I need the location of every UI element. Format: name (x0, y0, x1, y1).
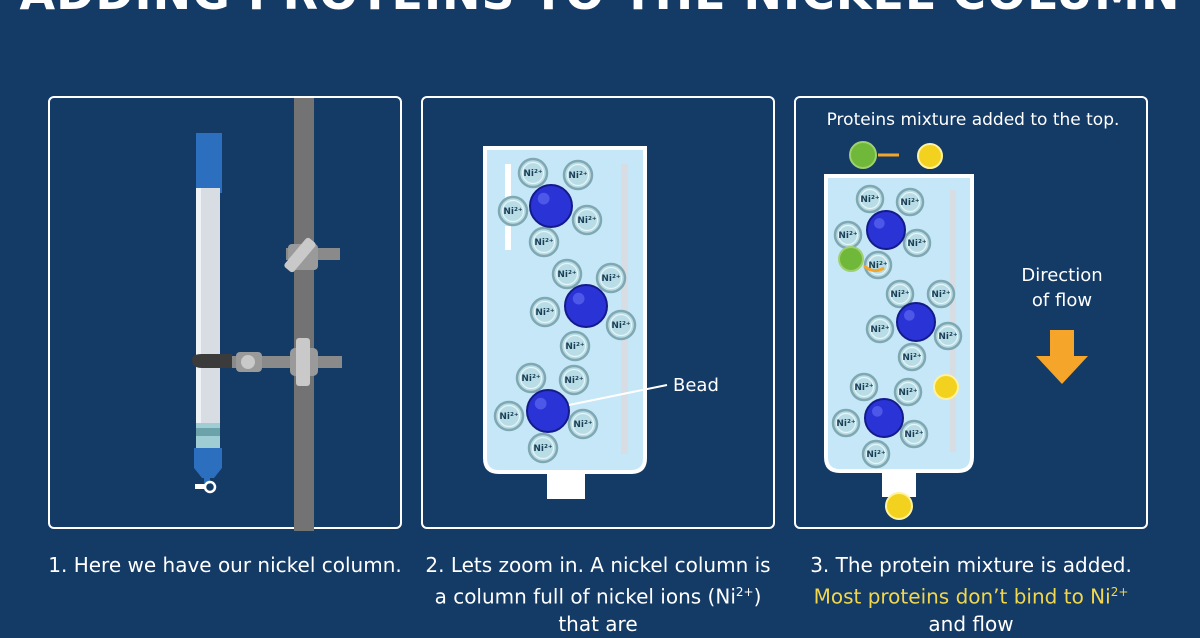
nickel-ion: Ni²⁺ (528, 226, 560, 258)
svg-text:Ni²⁺: Ni²⁺ (900, 198, 920, 208)
bead-label: Bead (673, 375, 719, 396)
svg-text:Ni²⁺: Ni²⁺ (902, 353, 922, 363)
bead (526, 389, 570, 433)
nickel-ion: Ni²⁺ (885, 279, 915, 309)
incoming-proteins (849, 141, 943, 169)
nickel-ion: Ni²⁺ (562, 159, 594, 191)
svg-text:Ni²⁺: Ni²⁺ (577, 216, 597, 226)
nickel-ion: Ni²⁺ (855, 184, 885, 214)
beads (526, 184, 608, 433)
nickel-ion: Ni²⁺ (863, 250, 893, 280)
nickel-ion: Ni²⁺ (517, 157, 549, 189)
caption-step-3: 3. The protein mixture is added. Most pr… (810, 553, 1132, 636)
column-stand-illustration (192, 98, 342, 531)
svg-text:Ni²⁺: Ni²⁺ (503, 207, 523, 217)
nickel-ion: Ni²⁺ (831, 408, 861, 438)
column-strap (192, 354, 232, 368)
nickel-ion: Ni²⁺ (595, 262, 627, 294)
flow-arrow (1036, 330, 1088, 384)
nickel-ion: Ni²⁺ (833, 220, 863, 250)
bead-pointer (568, 384, 668, 406)
bead (864, 398, 904, 438)
nickel-ion: Ni²⁺ (567, 408, 599, 440)
caption-step-1: 1. Here we have our nickel column. (48, 553, 402, 577)
nickel-ion: Ni²⁺ (861, 439, 891, 469)
column-zoom-illustration: Ni²⁺ Ni²⁺ Ni²⁺ Ni²⁺ Ni²⁺ Ni²⁺ Ni²⁺ Ni²⁺ Ni²⁺ Ni²⁺… (483, 146, 719, 499)
svg-text:Ni²⁺: Ni²⁺ (521, 374, 541, 384)
nickel-ion: Ni²⁺ (497, 195, 529, 227)
nickel-ion: Ni²⁺ (529, 296, 561, 328)
protein-flow-illustration: Proteins mixture added to the top. Ni²⁺ N… (824, 110, 1120, 520)
svg-text:Ni²⁺: Ni²⁺ (907, 239, 927, 249)
svg-text:Ni²⁺: Ni²⁺ (533, 444, 553, 454)
nickel-ion: Ni²⁺ (559, 330, 591, 362)
nickel-ion: Ni²⁺ (893, 377, 923, 407)
svg-text:Ni²⁺: Ni²⁺ (565, 342, 585, 352)
svg-text:Ni²⁺: Ni²⁺ (836, 419, 856, 429)
panel-zoom-in: Ni²⁺ Ni²⁺ Ni²⁺ Ni²⁺ Ni²⁺ Ni²⁺ Ni²⁺ Ni²⁺ Ni²⁺ Ni²⁺… (421, 96, 775, 529)
yellow-protein-exiting (885, 492, 913, 520)
svg-text:Ni²⁺: Ni²⁺ (573, 420, 593, 430)
top-label: Proteins mixture added to the top. (827, 110, 1120, 130)
svg-text:Ni²⁺: Ni²⁺ (535, 308, 555, 318)
yellow-protein (933, 374, 959, 400)
bead (564, 284, 608, 328)
nickel-ion: Ni²⁺ (571, 204, 603, 236)
svg-text:Ni²⁺: Ni²⁺ (838, 231, 858, 241)
bound-green-protein (838, 246, 885, 273)
nickel-ion: Ni²⁺ (527, 432, 559, 464)
panel-nickel-column (48, 96, 402, 531)
svg-text:Ni²⁺: Ni²⁺ (564, 376, 584, 386)
nickel-ion: Ni²⁺ (902, 228, 932, 258)
svg-text:Ni²⁺: Ni²⁺ (854, 383, 874, 393)
nickel-ion: Ni²⁺ (897, 342, 927, 372)
nickel-ion: Ni²⁺ (515, 362, 547, 394)
caption-step-2: 2. Lets zoom in. A nickel column is a co… (425, 553, 771, 636)
nickel-ion: Ni²⁺ (865, 314, 895, 344)
svg-text:Ni²⁺: Ni²⁺ (499, 412, 519, 422)
tube-outlet (547, 473, 585, 499)
svg-text:Ni²⁺: Ni²⁺ (898, 388, 918, 398)
flow-label-line2: of flow (1032, 290, 1092, 311)
svg-text:Ni²⁺: Ni²⁺ (866, 450, 886, 460)
svg-text:Ni²⁺: Ni²⁺ (557, 270, 577, 280)
svg-text:Ni²⁺: Ni²⁺ (860, 195, 880, 205)
nickel-ion: Ni²⁺ (899, 419, 929, 449)
svg-text:Ni²⁺: Ni²⁺ (931, 290, 951, 300)
nickel-ion: Ni²⁺ (926, 279, 956, 309)
nickel-ions: Ni²⁺ Ni²⁺ Ni²⁺ Ni²⁺ Ni²⁺ Ni²⁺ Ni²⁺ Ni²⁺ Ni²⁺ Ni²⁺… (493, 157, 637, 464)
nickel-ion: Ni²⁺ (849, 372, 879, 402)
svg-text:Ni²⁺: Ni²⁺ (601, 274, 621, 284)
svg-text:Ni²⁺: Ni²⁺ (568, 171, 588, 181)
svg-text:Ni²⁺: Ni²⁺ (523, 169, 543, 179)
svg-text:Ni²⁺: Ni²⁺ (868, 261, 888, 271)
stand-rod (294, 98, 314, 531)
nickel-ion: Ni²⁺ (493, 400, 525, 432)
nickel-ion: Ni²⁺ (933, 321, 963, 351)
nickel-ion: Ni²⁺ (605, 309, 637, 341)
svg-text:Ni²⁺: Ni²⁺ (904, 430, 924, 440)
nickel-column (194, 133, 222, 494)
page-title: ADDING PROTEINS TO THE NICKEL COLUMN (0, 0, 1200, 20)
bead (529, 184, 573, 228)
svg-text:Ni²⁺: Ni²⁺ (938, 332, 958, 342)
bead (866, 210, 906, 250)
nickel-ion: Ni²⁺ (551, 258, 583, 290)
flow-label-line1: Direction (1021, 265, 1102, 286)
panel-protein-added: Proteins mixture added to the top. Ni²⁺ N… (794, 96, 1148, 529)
beads (864, 210, 936, 438)
svg-text:Ni²⁺: Ni²⁺ (611, 321, 631, 331)
nickel-ion: Ni²⁺ (558, 364, 590, 396)
svg-text:Ni²⁺: Ni²⁺ (534, 238, 554, 248)
lower-clamp (210, 338, 342, 386)
svg-text:Ni²⁺: Ni²⁺ (890, 290, 910, 300)
svg-text:Ni²⁺: Ni²⁺ (870, 325, 890, 335)
bead (896, 302, 936, 342)
nickel-ion: Ni²⁺ (895, 187, 925, 217)
upper-clamp (284, 237, 340, 273)
